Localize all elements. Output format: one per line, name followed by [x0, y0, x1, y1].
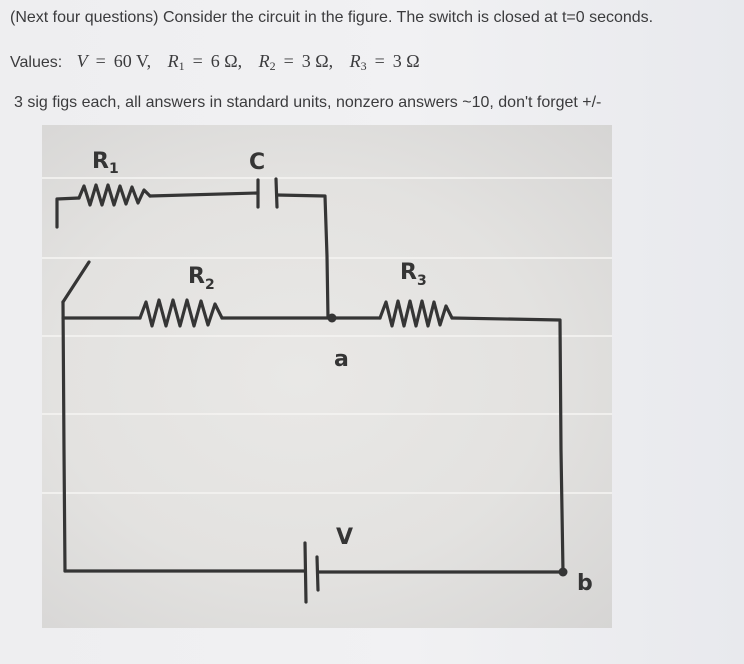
label-battery-v: V [336, 525, 353, 550]
wire-r1-to-capacitor [148, 191, 260, 198]
battery-plate-long [303, 541, 308, 604]
circuit-drawing: R1 C R2 R3 a V b [42, 149, 612, 604]
wire-r3-to-right [450, 316, 565, 574]
value-separator: , [237, 51, 243, 71]
value-symbol: R [167, 51, 179, 71]
resistor-r3 [378, 299, 454, 328]
value-amount: 3 Ω [392, 51, 420, 71]
value-separator: , [328, 51, 334, 71]
resistor-r1 [77, 183, 152, 207]
label-subscript: 2 [205, 277, 215, 293]
circuit-figure: R1 C R2 R3 a V b [42, 125, 612, 628]
label-node-a: a [334, 347, 349, 372]
value-amount: 60 V [113, 51, 147, 71]
equals-sign: = [374, 51, 385, 71]
label-subscript: 3 [417, 273, 427, 289]
wire-r1-left-lead [55, 196, 81, 229]
wire-left-vertical [61, 300, 67, 573]
value-symbol: R [258, 51, 270, 71]
label-main: R [400, 260, 417, 285]
resistor-r2 [138, 298, 224, 328]
wire-capacitor-to-node-a [275, 193, 330, 320]
capacitor-plate-right [274, 177, 279, 209]
circuit-diagram: R1 C R2 R3 a V b [42, 149, 612, 604]
question-intro: (Next four questions) Consider the circu… [10, 9, 654, 26]
label-r2: R2 [188, 264, 215, 293]
label-main: R [188, 264, 205, 289]
values-label: Values: [10, 54, 63, 71]
label-main: R [92, 149, 109, 174]
equals-sign: = [283, 51, 294, 71]
value-subscript: 2 [269, 59, 276, 73]
equals-sign: = [192, 51, 203, 71]
value-symbol: R [349, 51, 361, 71]
value-symbol: V [76, 51, 88, 71]
label-subscript: 1 [109, 161, 119, 177]
label-c: C [249, 150, 265, 175]
value-item-v: V = 60 V, [77, 51, 164, 71]
values-line: Values: V=60 V, R1=6 Ω, R2=3 Ω, R3=3 Ω [10, 51, 432, 73]
value-item-r1: R1 = 6 Ω, [167, 51, 255, 73]
value-item-r2: R2 = 3 Ω, [258, 51, 346, 73]
value-item-r3: R3 = 3 Ω [349, 51, 432, 73]
value-separator: , [146, 51, 152, 71]
question-instructions: 3 sig figs each, all answers in standard… [14, 94, 602, 111]
value-subscript: 1 [178, 59, 185, 73]
label-r3: R3 [400, 260, 427, 289]
value-amount: 6 Ω [210, 51, 238, 71]
equals-sign: = [95, 51, 106, 71]
label-r1: R1 [92, 149, 119, 177]
label-node-b: b [577, 571, 593, 596]
switch-blade [61, 260, 91, 304]
value-amount: 3 Ω [301, 51, 329, 71]
value-subscript: 3 [360, 59, 367, 73]
node-b-dot [558, 567, 568, 577]
